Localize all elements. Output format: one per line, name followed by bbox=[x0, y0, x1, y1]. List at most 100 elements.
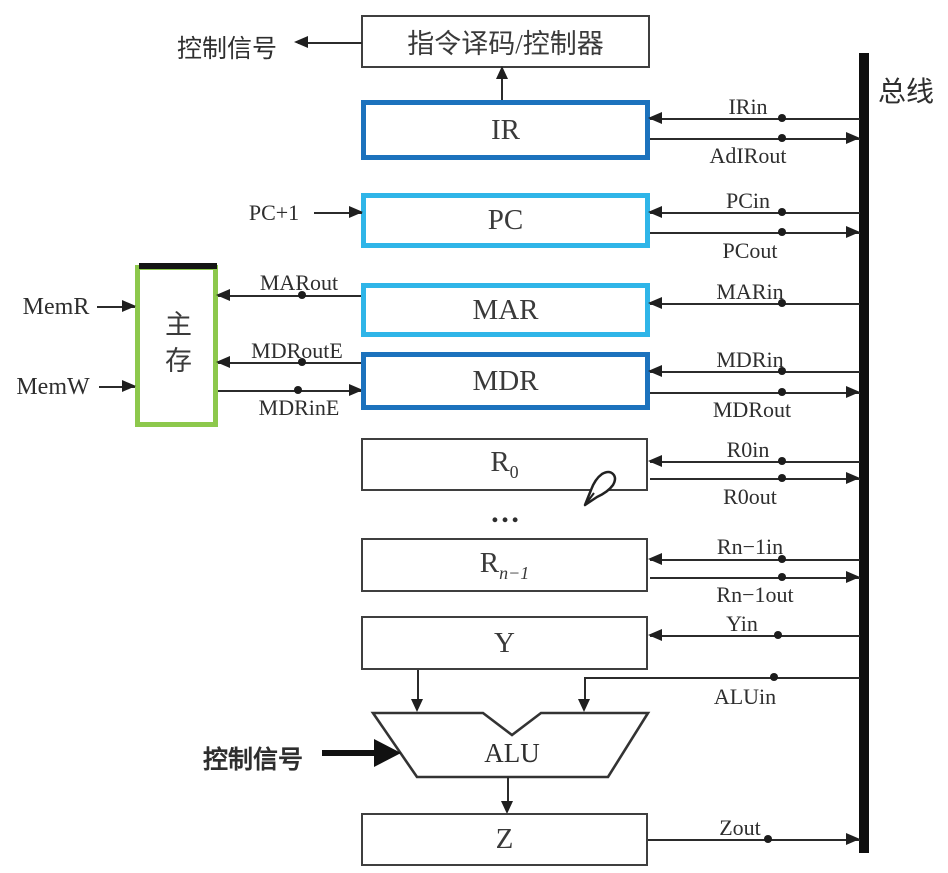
y-to-alu-line bbox=[417, 670, 420, 701]
mdrin-line bbox=[650, 371, 860, 374]
pc-plus-one-arrowhead bbox=[349, 206, 363, 218]
main-memory-box: 主存 bbox=[135, 265, 218, 427]
y-to-alu-arrowhead bbox=[411, 699, 423, 712]
r0in-junction-dot bbox=[778, 457, 786, 465]
mdrin-junction-dot bbox=[778, 367, 786, 375]
memr-label: MemR bbox=[22, 294, 90, 320]
ir-to-decoder-line bbox=[501, 71, 504, 100]
control-signal-bottom-label: 控制信号 bbox=[203, 747, 304, 774]
mar-register-box: MAR bbox=[361, 283, 650, 337]
mdroute-line bbox=[218, 362, 362, 365]
rn1-register-box: Rn−1 bbox=[361, 538, 648, 592]
mdrout-label: MDRout bbox=[712, 397, 792, 422]
aluin-line bbox=[585, 677, 860, 680]
r0in-label: R0in bbox=[726, 437, 770, 462]
r0-label: R0 bbox=[490, 446, 519, 482]
zout-label: Zout bbox=[719, 815, 761, 840]
pcin-junction-dot bbox=[778, 208, 786, 216]
irin-line bbox=[650, 118, 860, 121]
rn1out-junction-dot bbox=[778, 573, 786, 581]
aluin-arrowhead bbox=[578, 699, 590, 712]
main-memory-top-shadow bbox=[139, 263, 217, 269]
adirout-label: AdIRout bbox=[709, 143, 787, 168]
aluin-junction-dot bbox=[770, 673, 778, 681]
zout-arrowhead bbox=[846, 833, 860, 845]
rn1out-label: Rn−1out bbox=[716, 582, 794, 607]
rn1in-junction-dot bbox=[778, 555, 786, 563]
memr-line bbox=[97, 306, 135, 309]
yin-label: Yin bbox=[726, 611, 758, 636]
mdrine-label: MDRinE bbox=[258, 395, 340, 420]
main-memory-label: 主存 bbox=[161, 310, 191, 382]
alu-shape bbox=[370, 711, 651, 779]
pc-plus-one-line bbox=[314, 212, 362, 215]
zout-junction-dot bbox=[764, 835, 772, 843]
mdrout-arrowhead bbox=[846, 386, 860, 398]
pcin-arrowhead bbox=[648, 206, 662, 218]
instruction-decoder-label: 指令译码/控制器 bbox=[407, 29, 604, 59]
y-register-box: Y bbox=[361, 616, 648, 670]
memw-label: MemW bbox=[16, 374, 90, 400]
control-signal-top-label: 控制信号 bbox=[177, 36, 278, 63]
pcout-arrowhead bbox=[846, 226, 860, 238]
pcin-line bbox=[650, 212, 860, 215]
pc-plus-one-label: PC+1 bbox=[248, 200, 300, 225]
rn1in-arrowhead bbox=[648, 553, 662, 565]
rn1-label: Rn−1 bbox=[479, 546, 530, 583]
pc-label: PC bbox=[487, 204, 524, 236]
mdroute-junction-dot bbox=[298, 358, 306, 366]
marin-label: MARin bbox=[716, 279, 784, 304]
pcout-line bbox=[650, 232, 860, 235]
mdr-label: MDR bbox=[472, 364, 539, 397]
instruction-decoder-box: 指令译码/控制器 bbox=[361, 15, 650, 68]
r0out-arrowhead bbox=[846, 472, 860, 484]
marout-junction-dot bbox=[298, 291, 306, 299]
pc-register-box: PC bbox=[361, 193, 650, 248]
aluin-label: ALUin bbox=[713, 684, 777, 709]
z-label: Z bbox=[495, 823, 514, 855]
pcout-junction-dot bbox=[778, 228, 786, 236]
mdroute-arrowhead bbox=[216, 356, 230, 368]
ir-to-decoder-arrowhead bbox=[496, 66, 508, 79]
mdrout-junction-dot bbox=[778, 388, 786, 396]
pcin-label: PCin bbox=[725, 188, 771, 213]
rn1in-line bbox=[650, 559, 860, 562]
adirout-junction-dot bbox=[778, 134, 786, 142]
control-signal-bottom-arrowhead bbox=[374, 739, 401, 767]
memw-arrowhead bbox=[122, 380, 136, 392]
rn1out-arrowhead bbox=[846, 571, 860, 583]
irin-label: IRin bbox=[728, 94, 768, 119]
marin-line bbox=[650, 303, 860, 306]
marout-line bbox=[218, 295, 362, 298]
adirout-line bbox=[650, 138, 860, 141]
memw-line bbox=[99, 386, 135, 389]
adirout-arrowhead bbox=[846, 132, 860, 144]
r0in-line bbox=[650, 461, 860, 464]
rn1out-line bbox=[650, 577, 860, 580]
r0out-line bbox=[650, 478, 860, 481]
control-signal-top-line bbox=[298, 42, 362, 45]
mdrin-arrowhead bbox=[648, 365, 662, 377]
r0out-label: R0out bbox=[723, 484, 777, 509]
mdrout-line bbox=[650, 392, 860, 395]
yin-arrowhead bbox=[648, 629, 662, 641]
zout-line bbox=[648, 839, 860, 842]
marout-label: MARout bbox=[259, 270, 339, 295]
ir-label: IR bbox=[491, 113, 520, 146]
mdrine-arrowhead bbox=[349, 384, 363, 396]
mdroute-label: MDRoutE bbox=[251, 338, 343, 363]
mdrine-junction-dot bbox=[294, 386, 302, 394]
y-label: Y bbox=[494, 626, 515, 659]
rn1in-label: Rn−1in bbox=[716, 534, 784, 559]
mar-label: MAR bbox=[472, 293, 539, 326]
irin-arrowhead bbox=[648, 112, 662, 124]
r0out-junction-dot bbox=[778, 474, 786, 482]
register-ellipsis: … bbox=[490, 496, 525, 529]
system-bus-bar bbox=[859, 53, 869, 853]
alu-to-z-line bbox=[507, 777, 510, 804]
marin-arrowhead bbox=[648, 297, 662, 309]
yin-junction-dot bbox=[774, 631, 782, 639]
bus-label: 总线 bbox=[878, 77, 935, 108]
ir-register-box: IR bbox=[361, 100, 650, 160]
